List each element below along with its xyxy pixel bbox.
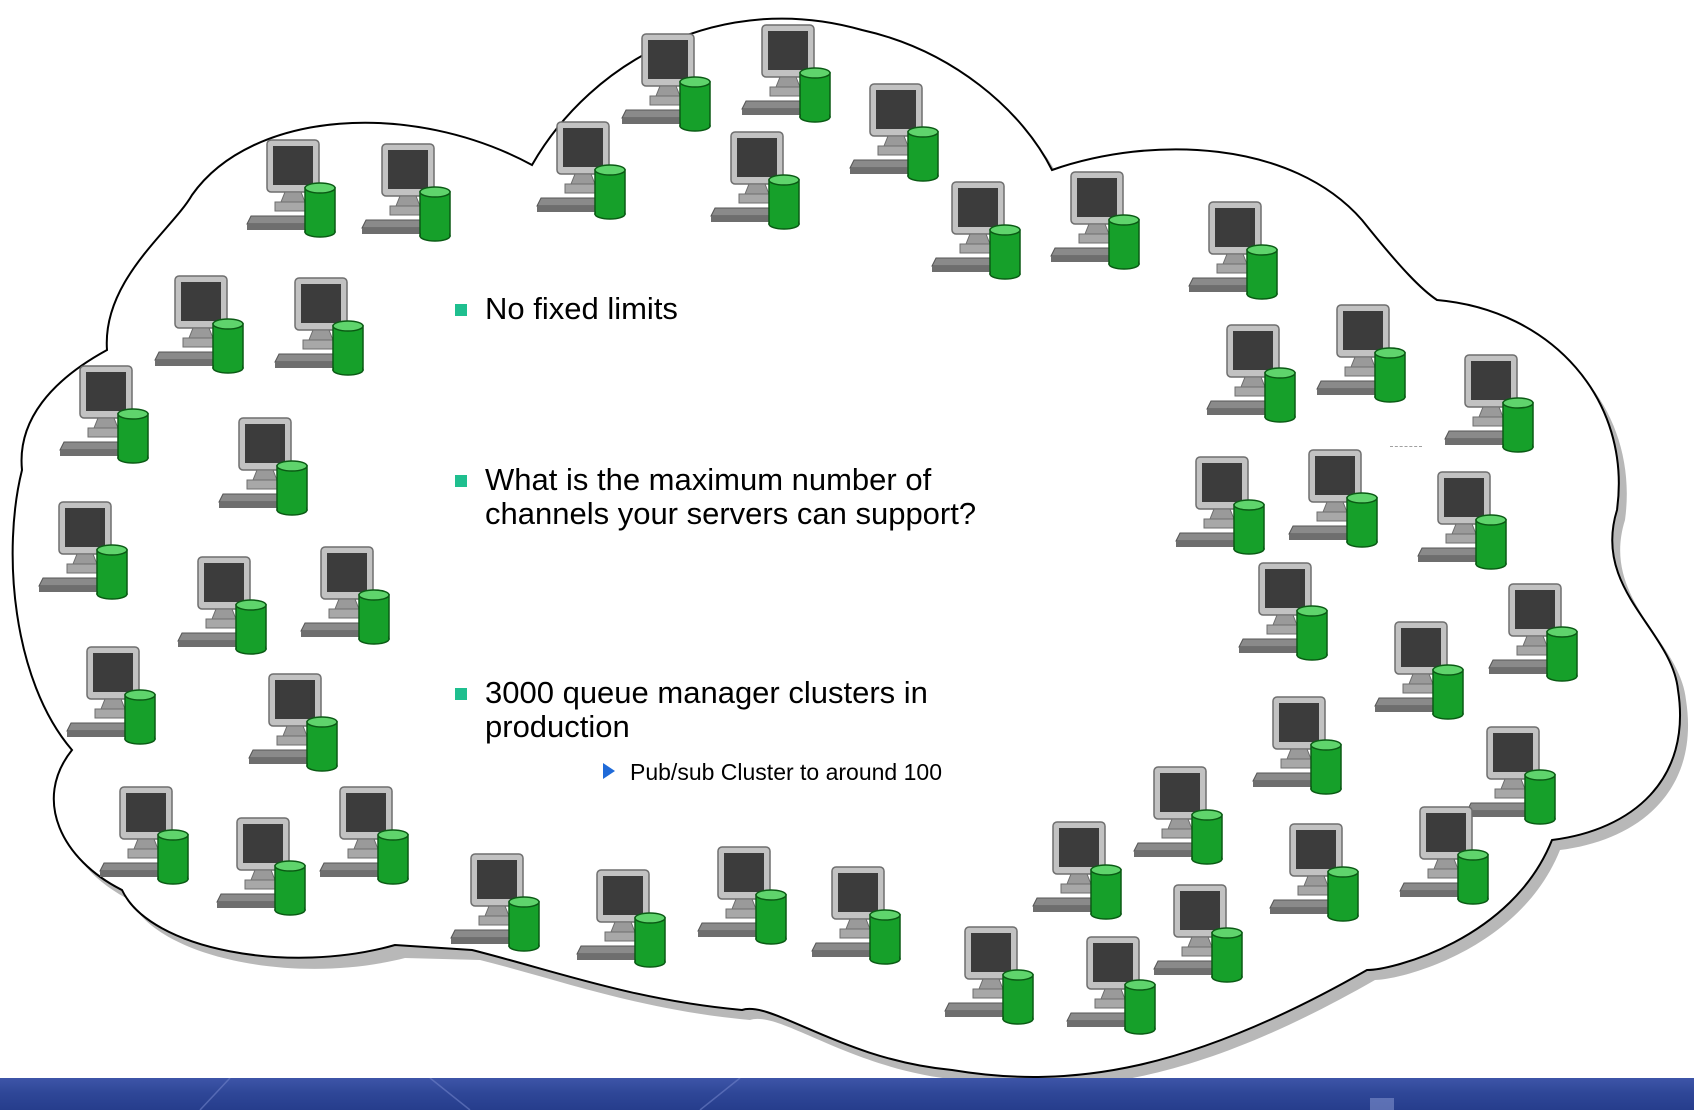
triangle-bullet-icon [603,763,615,779]
footer-swoosh [199,1078,1394,1110]
bullet-3000-clusters: 3000 queue manager clusters in productio… [455,675,1025,744]
dashed-mark [1390,446,1422,447]
sub-bullet-pubsub: Pub/sub Cluster to around 100 [603,758,942,786]
bullet-text: 3000 queue manager clusters in productio… [485,675,928,744]
bullet-no-fixed-limits: No fixed limits [455,291,1045,326]
sub-bullet-text: Pub/sub Cluster to around 100 [630,759,942,785]
bullet-text: No fixed limits [485,291,678,326]
bullet-square-icon [455,304,467,316]
bullet-max-channels: What is the maximum number of channels y… [455,462,1025,531]
bullet-square-icon [455,475,467,487]
bullet-square-icon [455,688,467,700]
bullet-text: What is the maximum number of channels y… [485,462,977,531]
footer-bar [0,1078,1694,1110]
